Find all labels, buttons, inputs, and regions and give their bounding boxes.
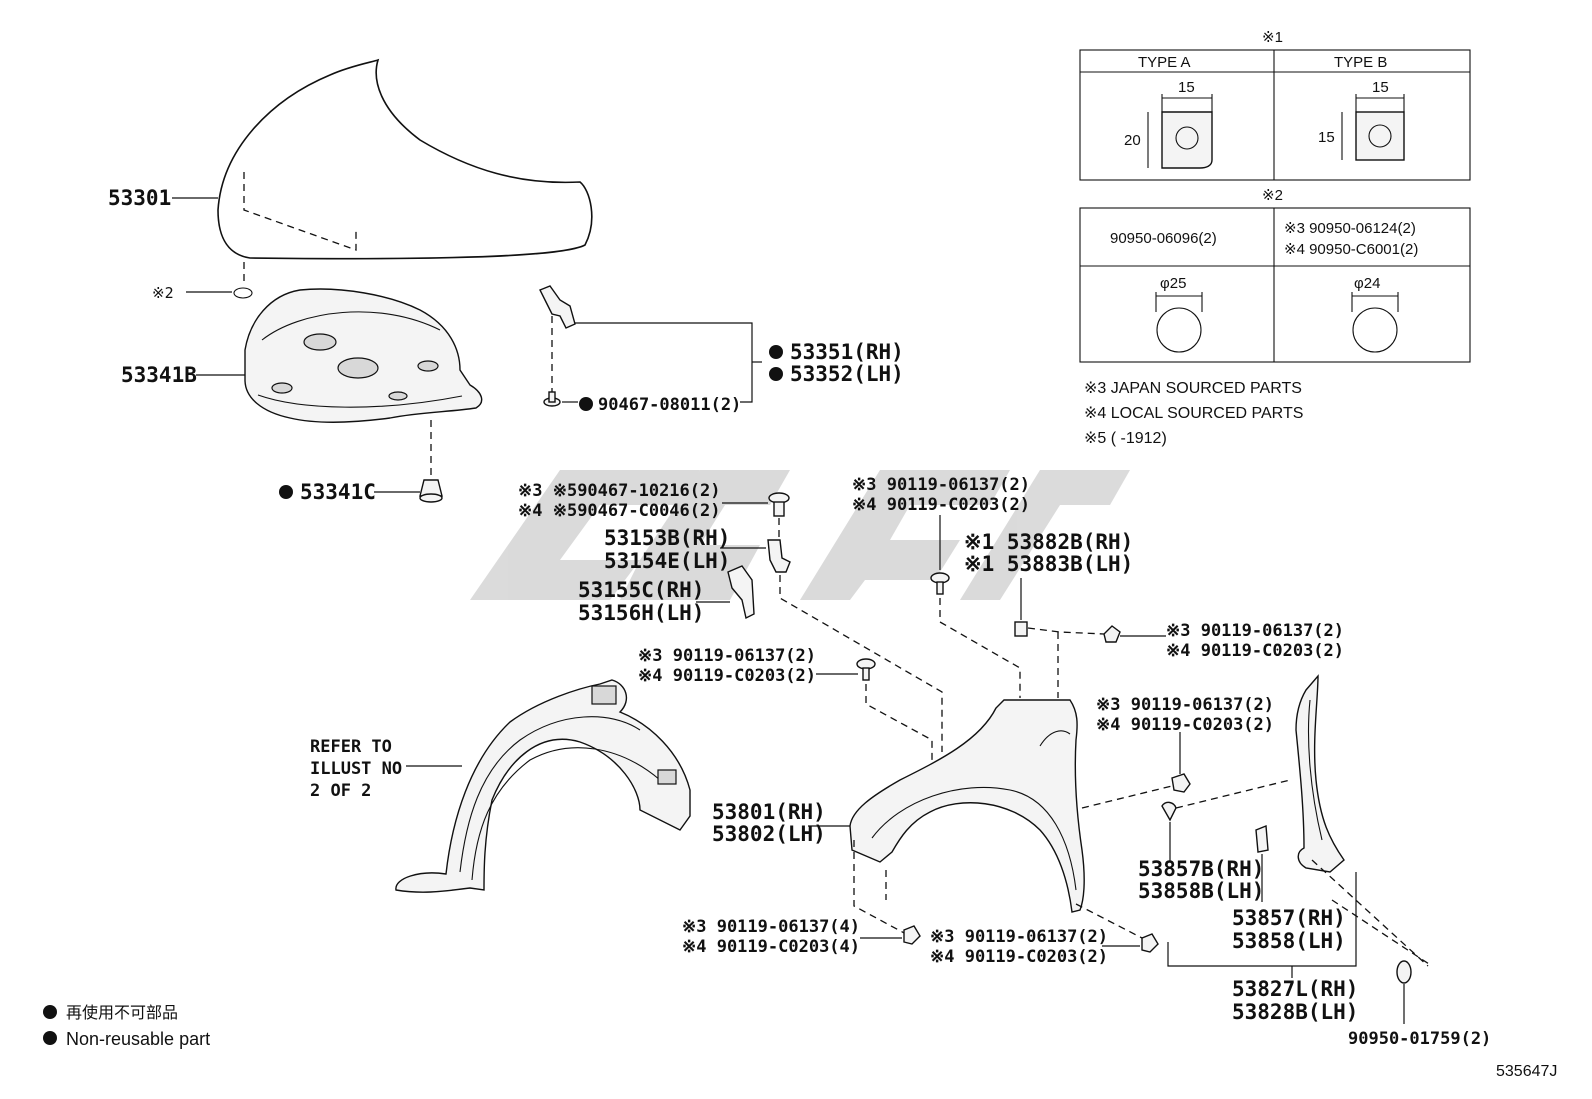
bolt-top — [930, 572, 950, 595]
bolt-bottom — [903, 925, 921, 945]
label-bracket-lh: 53154E(LH) — [604, 549, 730, 573]
label-bolt-side-local: ※4 90119-C0203(2) — [1096, 715, 1274, 735]
label-bolt-side-japan: ※3 90119-06137(2) — [1096, 695, 1274, 715]
fender-liner — [395, 679, 691, 893]
label-bolt-bottom-japan: ※3 90119-06137(4) — [682, 917, 860, 937]
type-b-width: 15 — [1372, 79, 1389, 96]
type-a-height: 20 — [1124, 132, 1141, 149]
bolt-bottom-2 — [1141, 933, 1159, 953]
label-hood: 53301 — [108, 186, 171, 210]
legend-dot-en — [43, 1031, 57, 1045]
non-reusable-dot — [579, 397, 593, 411]
label-hinge-lh: 53352(LH) — [790, 362, 904, 386]
label-spacer-rh: ※1 53882B(RH) — [964, 530, 1133, 554]
label-bracket-rh: 53153B(RH) — [604, 526, 730, 550]
label-seal-rh: 53857B(RH) — [1138, 857, 1264, 881]
label-seal2-rh: 53857(RH) — [1232, 906, 1346, 930]
legend-non-reusable-jp: 再使用不可部品 — [66, 1004, 178, 1022]
label-fender-rh: 53801(RH) — [712, 800, 826, 824]
label-bolt-right-japan: ※3 90119-06137(2) — [1166, 621, 1344, 641]
hood-panel — [217, 58, 593, 260]
bolt-mid — [856, 658, 876, 681]
clip-a — [768, 492, 790, 517]
fender-apron-panel — [1295, 674, 1345, 873]
label-bolt-mid-japan: ※3 90119-06137(2) — [638, 646, 816, 666]
label-refer-line1: REFER TO — [310, 737, 392, 757]
non-reusable-dot — [769, 367, 783, 381]
bolt-right — [1103, 625, 1121, 643]
table-seal-size: ※2 90950-06096(2) ※3 90950-06124(2) ※4 9… — [1079, 187, 1471, 363]
table2-left-part: 90950-06096(2) — [1110, 230, 1217, 247]
table1-col-b: TYPE B — [1334, 54, 1387, 71]
label-bolt-right-local: ※4 90119-C0203(2) — [1166, 641, 1344, 661]
table2-right-part-2: ※4 90950-C6001(2) — [1284, 241, 1418, 258]
reference-code: 535647J — [1496, 1063, 1557, 1080]
fender-seal — [1255, 824, 1269, 853]
fender-support — [727, 565, 755, 620]
label-hinge-bolt: 90467-08011(2) — [598, 395, 741, 415]
table2-title: ※2 — [1262, 187, 1283, 204]
label-hinge-rh: 53351(RH) — [790, 340, 904, 364]
label-hood-insulator: 53341B — [121, 363, 197, 387]
label-bolt-bottom2-local: ※4 90119-C0203(2) — [930, 947, 1108, 967]
fender-seal-clip — [1161, 801, 1177, 822]
fender-bracket — [767, 539, 791, 573]
type-b-height: 15 — [1318, 129, 1335, 146]
non-reusable-dot — [769, 345, 783, 359]
note-date: ※5 ( -1912) — [1084, 430, 1167, 447]
hood-insulator — [244, 288, 483, 423]
label-panel-rh: 53827L(RH) — [1232, 977, 1358, 1001]
label-refer-line2: ILLUST NO — [310, 759, 402, 779]
label-note2: ※2 — [152, 284, 174, 302]
label-clip-a-local: ※4 ※590467-C0046(2) — [518, 501, 720, 521]
label-insulator-clip: 53341C — [300, 480, 376, 504]
hole-plug — [1396, 960, 1412, 984]
legend-non-reusable-en: Non-reusable part — [66, 1029, 210, 1049]
label-support-lh: 53156H(LH) — [578, 601, 704, 625]
legend-dot-jp — [43, 1005, 57, 1019]
type-a-width: 15 — [1178, 79, 1195, 96]
fender-spacer — [1014, 621, 1028, 637]
insulator-clip — [419, 479, 443, 503]
non-reusable-dot — [279, 485, 293, 499]
label-spacer-lh: ※1 53883B(LH) — [964, 552, 1133, 576]
label-bolt-top-local: ※4 90119-C0203(2) — [852, 495, 1030, 515]
table2-right-part-1: ※3 90950-06124(2) — [1284, 220, 1416, 237]
table1-col-a: TYPE A — [1138, 54, 1191, 71]
bolt-side — [1171, 773, 1191, 793]
label-support-rh: 53155C(RH) — [578, 578, 704, 602]
label-bolt-mid-local: ※4 90119-C0203(2) — [638, 666, 816, 686]
front-fender — [849, 699, 1085, 913]
label-bolt-bottom2-japan: ※3 90119-06137(2) — [930, 927, 1108, 947]
table2-right-dia: φ24 — [1354, 275, 1380, 292]
table-type: ※1 TYPE A TYPE B 15 20 15 15 — [1079, 29, 1471, 181]
hood-hinge — [539, 285, 576, 392]
note-japan: ※3 JAPAN SOURCED PARTS — [1084, 380, 1302, 397]
label-fender-lh: 53802(LH) — [712, 822, 826, 846]
label-plug: 90950-01759(2) — [1348, 1029, 1491, 1049]
table1-title: ※1 — [1262, 29, 1283, 46]
label-refer-line3: 2 OF 2 — [310, 781, 371, 801]
hood-seal-pad — [233, 287, 253, 299]
label-bolt-top-japan: ※3 90119-06137(2) — [852, 475, 1030, 495]
table2-left-dia: φ25 — [1160, 275, 1186, 292]
label-seal2-lh: 53858(LH) — [1232, 929, 1346, 953]
note-local: ※4 LOCAL SOURCED PARTS — [1084, 405, 1303, 422]
label-seal-lh: 53858B(LH) — [1138, 879, 1264, 903]
label-bolt-bottom-local: ※4 90119-C0203(4) — [682, 937, 860, 957]
label-clip-a-japan: ※3 ※590467-10216(2) — [518, 481, 720, 501]
hinge-bolt — [543, 391, 561, 407]
label-panel-lh: 53828B(LH) — [1232, 1000, 1358, 1024]
